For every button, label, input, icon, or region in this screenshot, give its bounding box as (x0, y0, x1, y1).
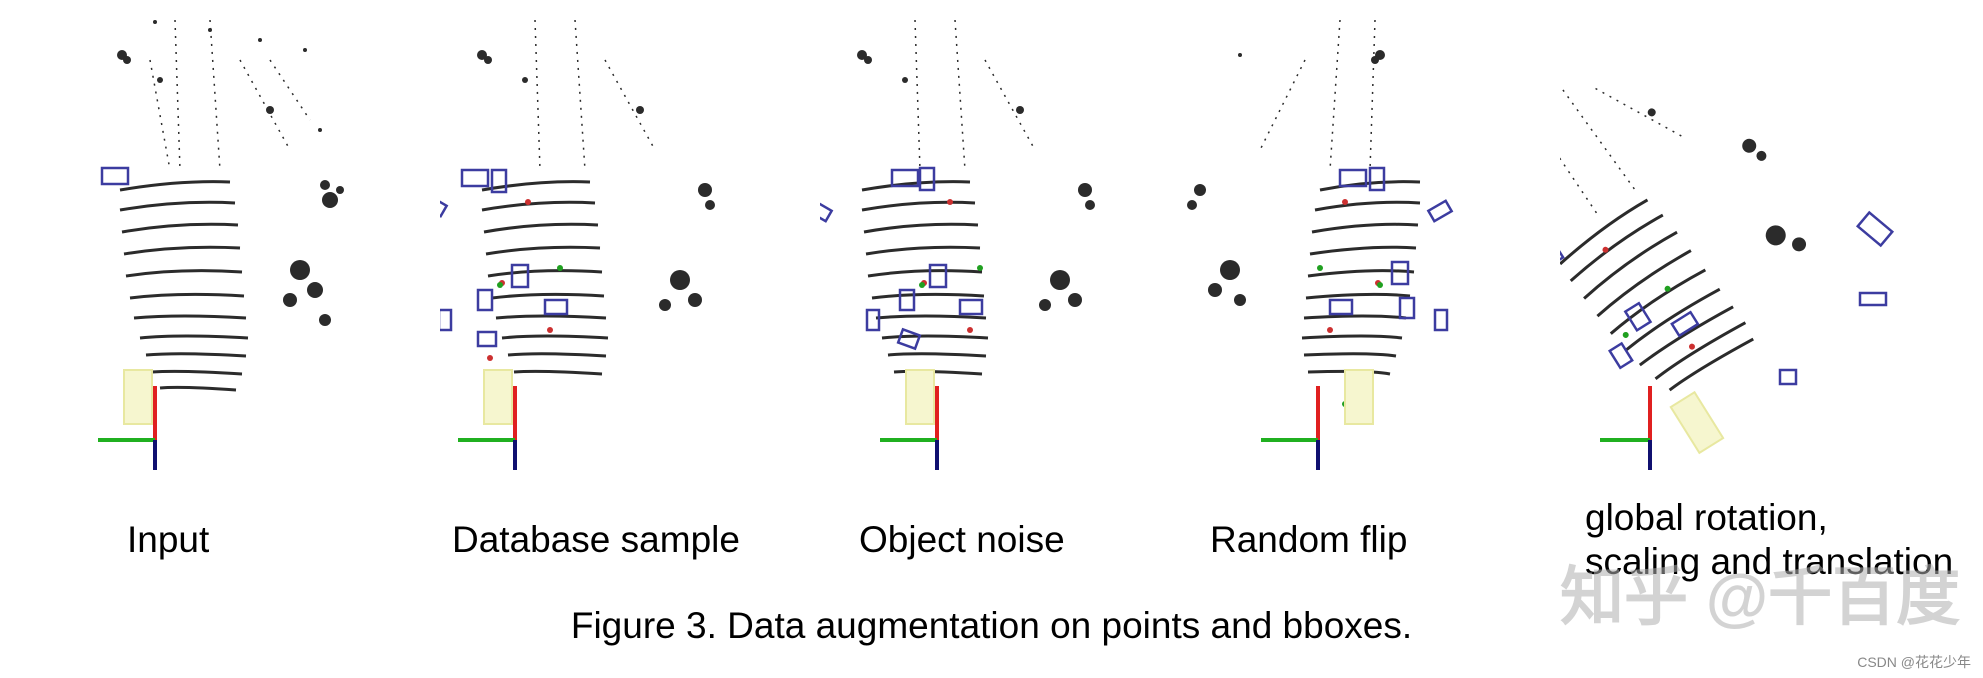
figure-caption: Figure 3. Data augmentation on points an… (570, 605, 1413, 646)
point-cloud-random-flip (1187, 19, 1454, 470)
panel-input (60, 0, 380, 490)
panel-label-object-noise: Object noise (859, 519, 1065, 560)
panel-database-sample (440, 0, 760, 490)
point-cloud-database-sample (440, 19, 715, 470)
source-credit: CSDN @花花少年 (1857, 654, 1971, 670)
panel-random-flip (1170, 0, 1490, 490)
point-cloud-object-noise (820, 19, 1095, 470)
watermark: 知乎 @千百度 (1560, 561, 1961, 633)
panel-label-global-transform-line2: scaling and translation (1585, 541, 1954, 582)
panel-object-noise (820, 0, 1140, 490)
panel-label-random-flip: Random flip (1210, 519, 1408, 560)
panel-global-transform (1560, 0, 1980, 490)
panel-label-global-transform-line1: global rotation, (1585, 497, 1828, 538)
panel-label-database-sample: Database sample (452, 519, 740, 560)
point-cloud-global-transform (1560, 70, 1895, 470)
panel-label-input: Input (127, 519, 210, 560)
point-cloud-input (98, 19, 344, 470)
